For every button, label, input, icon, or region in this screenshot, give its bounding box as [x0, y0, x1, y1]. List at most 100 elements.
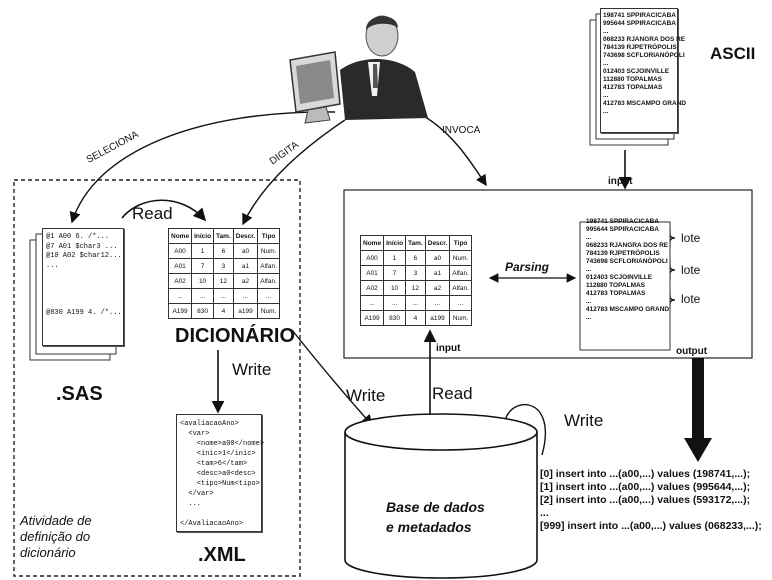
parser-ascii-line: ... [586, 234, 592, 241]
parser-output: output [676, 346, 708, 357]
invoca-arrow [419, 113, 487, 187]
sas-line: @1 A00 6. /*... [46, 233, 110, 241]
dictionary-table-cell: 7 [191, 258, 215, 274]
dictionary-table-cell: Alfan. [257, 258, 280, 274]
xml-line [180, 509, 258, 519]
sas-file: @1 A00 6. /*...@7 A01 $char3 ...@10 A02 … [42, 228, 124, 346]
parser-ascii-line: 012403 SCJOINVILLE [586, 274, 653, 281]
sql-line: ... [540, 507, 549, 519]
parser-table-header-cell: Tam. [405, 235, 426, 251]
parser-table-header-cell: Descr. [424, 235, 451, 251]
digita-arrow [242, 119, 346, 226]
parser-table-cell: A02 [359, 280, 385, 296]
dictionary-table-row: ............... [167, 288, 280, 304]
parser-table-cell: a2 [424, 280, 451, 296]
dictionary-table-cell: A01 [167, 258, 193, 274]
parser-table-cell: 4 [405, 310, 426, 326]
parser-table-cell: 12 [405, 280, 426, 296]
parser-ascii-line: ... [586, 266, 592, 273]
write-db-arrow [291, 329, 373, 427]
db-read-label: Read [432, 384, 473, 403]
lote-label-1: lote [681, 231, 701, 245]
xml-line: <tam>6</tam> [180, 460, 248, 468]
dictionary-table-cell: Num. [257, 243, 280, 259]
dictionary-table-cell: 4 [213, 303, 234, 319]
parser-table-cell: ... [449, 295, 472, 311]
xml-line: </var> [180, 490, 214, 498]
dictionary-table-header-cell: Descr. [232, 228, 259, 244]
dictionary-table-cell: a0 [232, 243, 259, 259]
sas-line: ... [46, 261, 59, 270]
user-at-computer-icon [289, 15, 428, 124]
sas-line [46, 281, 120, 291]
db-caption-line-1: Base de dados [386, 499, 485, 515]
parser-table-cell: ... [424, 295, 451, 311]
parsing-label: Parsing [505, 260, 550, 274]
parser-ascii-line: 412783 MSCAMPO GRAND [586, 306, 670, 313]
xml-file: <avaliacaoAno> <var> <nome>a00</nome> <i… [176, 414, 265, 532]
xml-line: <var> [180, 430, 210, 438]
parser-table-header-cell: Tipo [449, 235, 472, 251]
xml-line: <desc>a0<desc> [180, 470, 256, 478]
parser-table-cell: A00 [359, 250, 385, 266]
dictionary-table-header-cell: Nome [167, 228, 193, 244]
dictionary-table-cell: 3 [213, 258, 234, 274]
sql-lines: [0] insert into ...(a00,...) values (198… [540, 468, 768, 533]
db-write-right-label: Write [564, 411, 604, 430]
parser-frame [343, 189, 753, 359]
ascii-line: 743698 SCFLORIANÓPOLI [603, 52, 685, 59]
parser-table-cell: Num. [449, 250, 472, 266]
xml-line: ... [180, 500, 202, 508]
database-cylinder [344, 413, 538, 579]
parser-ascii-line: 068233 RJANGRA DOS RE [586, 242, 669, 249]
parser-table-cell: a1 [424, 265, 451, 281]
parser-table-cell: A199 [359, 310, 385, 326]
sas-label: .SAS [56, 383, 103, 405]
lote-label-3: lote [681, 292, 701, 306]
seleciona-arrow [69, 111, 336, 224]
parser-table-cell: Alfan. [449, 280, 472, 296]
ascii-label: ASCII [710, 44, 756, 63]
ascii-line: 068233 RJANGRA DOS RE [603, 36, 686, 43]
dictionary-table-cell: ... [167, 288, 193, 304]
sql-line: [0] insert into ...(a00,...) values (198… [540, 468, 751, 480]
parser-table-cell: ... [405, 295, 426, 311]
ascii-line: 112880 TOPALMAS [603, 76, 663, 83]
parser-ascii-line: 198741 SPPIRACICABA [586, 218, 659, 225]
activity-line-1: Atividade de [20, 513, 92, 528]
read-left-label: Read [132, 204, 173, 223]
activity-line-3: dicionário [20, 545, 76, 560]
parser-ascii-line: 412783 TOPALMAS [586, 290, 646, 297]
dictionary-table-cell: 1 [191, 243, 215, 259]
ascii-line: 412783 MSCAMPO GRAND [603, 100, 687, 107]
parser-table-cell: 10 [383, 280, 407, 296]
dictionary-table-header-cell: Tam. [213, 228, 234, 244]
parser-input-bottom: input [436, 343, 461, 354]
sas-line [46, 300, 120, 310]
xml-label: .XML [198, 544, 246, 566]
dictionary-table-cell: a199 [232, 303, 259, 319]
read-left-arrow [121, 199, 207, 222]
parser-ascii-line: ... [586, 298, 592, 305]
parser-input-top: input [608, 176, 633, 187]
dictionary-table-cell: Num. [257, 303, 280, 319]
xml-line: <nome>a00</nome> [180, 440, 265, 448]
sas-line [46, 271, 120, 281]
ascii-line: ... [603, 108, 609, 115]
parser-table-cell: Num. [449, 310, 472, 326]
activity-frame [13, 179, 301, 577]
